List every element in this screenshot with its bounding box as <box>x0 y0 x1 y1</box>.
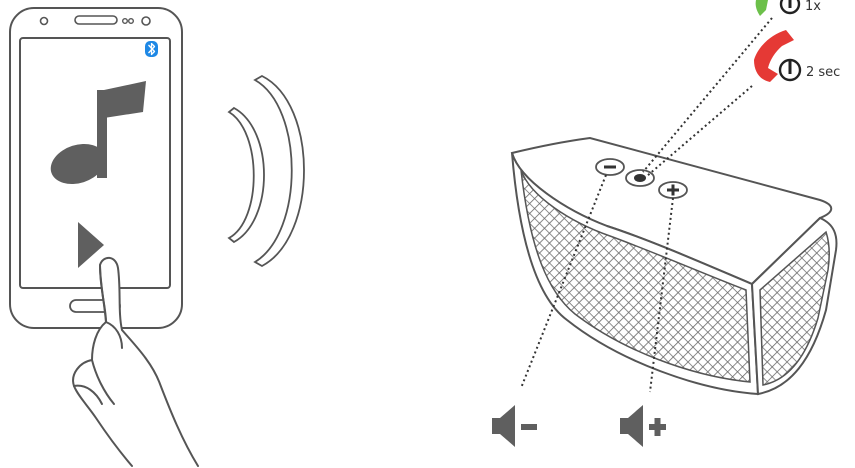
volume-down-button[interactable] <box>596 159 624 175</box>
volume-up-icon <box>620 405 666 447</box>
bluetooth-speaker <box>512 138 836 394</box>
volume-up-button[interactable] <box>659 182 687 198</box>
phone-hangup-icon <box>754 30 794 82</box>
power-button[interactable] <box>626 170 654 186</box>
answer-press-label: 1x <box>805 0 821 14</box>
power-icon <box>781 0 799 13</box>
hangup-press-label: 2 sec <box>806 65 840 80</box>
leader-line-answer <box>643 18 772 172</box>
smartphone <box>10 8 182 328</box>
volume-down-icon <box>492 405 537 447</box>
power-icon <box>780 60 800 80</box>
phone-answer-icon <box>756 0 768 16</box>
bluetooth-icon <box>145 41 158 57</box>
hangup-call-instruction: 2 sec <box>754 30 840 82</box>
wireless-signal-icon <box>229 76 304 266</box>
answer-call-instruction: 1x <box>756 0 822 16</box>
